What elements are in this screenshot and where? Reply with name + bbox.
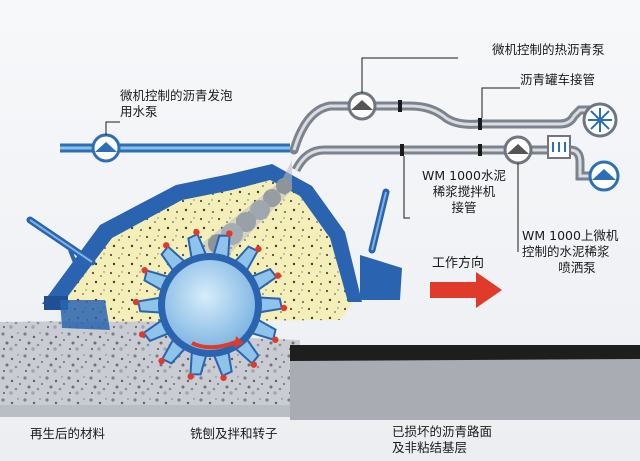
rotor-tooth-tip bbox=[220, 374, 227, 381]
milling-rotor-label: 铣刨及拌和转子 bbox=[190, 426, 278, 441]
spray-pump-label-2: 控制的水泥稀浆 bbox=[522, 244, 610, 259]
left-scraper bbox=[26, 216, 96, 271]
rotor-tooth-tip bbox=[272, 336, 279, 343]
rotor-tooth-tip bbox=[250, 361, 257, 368]
damaged-pavement bbox=[290, 345, 640, 420]
rotor-tooth-tip bbox=[187, 373, 194, 380]
damaged-pavement-label-1: 已损坏的沥青路面 bbox=[392, 424, 493, 439]
milling-rotor bbox=[132, 229, 288, 381]
upper-pipe bbox=[289, 101, 606, 155]
spray-pump-label-3: 喷洒泵 bbox=[558, 260, 596, 275]
right-scraper bbox=[368, 188, 390, 254]
valve-box-icon bbox=[547, 135, 571, 159]
rotor-tooth-tip bbox=[138, 331, 146, 338]
cement-mixer-label-3: 接管 bbox=[451, 200, 477, 215]
rotor-tooth-tip bbox=[193, 229, 200, 236]
rotor-tooth-tip bbox=[141, 267, 148, 274]
rotor-tooth-tip bbox=[158, 357, 165, 365]
cement-mixer-gauge-icon bbox=[503, 135, 533, 165]
leader-lines bbox=[105, 57, 520, 252]
rotor-tooth-tip bbox=[163, 242, 170, 249]
damaged-pavement-label-2: 及非粘结基层 bbox=[392, 440, 468, 455]
direction-arrow-icon bbox=[430, 272, 502, 308]
heated-asphalt-pump-label: 微机控制的热沥青泵 bbox=[492, 42, 605, 57]
rotor-tooth-tip bbox=[132, 298, 140, 306]
cement-mixer-label-2: 稀浆搅拌机 bbox=[432, 184, 496, 199]
cement-mixer-label-1: WM 1000水泥 bbox=[422, 168, 506, 183]
recycled-material-label: 再生后的材料 bbox=[30, 426, 106, 441]
direction-label: 工作方向 bbox=[432, 256, 485, 271]
mixer-fan-icon bbox=[582, 102, 618, 138]
hot-asphalt-pump-gauge-icon bbox=[347, 91, 377, 121]
spray-pump-label-1: WM 1000上微机 bbox=[522, 228, 619, 243]
rotor-tooth-tip bbox=[274, 272, 282, 279]
rotor-tooth-tip bbox=[226, 230, 233, 237]
rotor-tooth-tip bbox=[255, 245, 262, 253]
foam-pump-label-2: 用水泵 bbox=[120, 104, 158, 119]
rotor-tooth-tip bbox=[280, 304, 288, 312]
spray-pump-gauge-icon bbox=[588, 160, 620, 192]
foam-pump-label-1: 微机控制的沥青发泡 bbox=[120, 88, 233, 103]
tanker-connection-label: 沥青罐车接管 bbox=[520, 72, 596, 87]
foam-water-pump-gauge-icon bbox=[91, 133, 121, 163]
